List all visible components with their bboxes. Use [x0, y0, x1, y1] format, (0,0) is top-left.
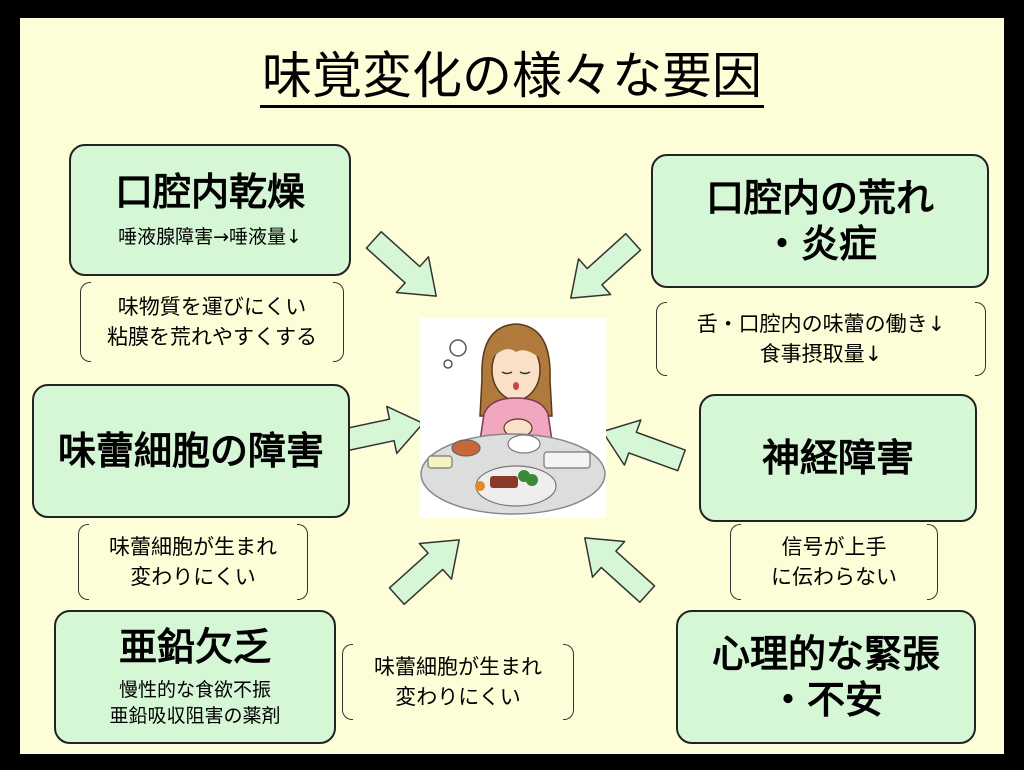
cause-heading: 味蕾細胞の障害: [57, 429, 324, 473]
cause-mouth-inflammation: 口腔内の荒れ ・炎症: [651, 154, 989, 288]
note-zinc-deficiency: 味蕾細胞が生まれ 変わりにくい: [342, 644, 574, 720]
cause-heading-line1: 心理的な緊張: [711, 632, 940, 676]
note-nerve-damage: 信号が上手 に伝わらない: [730, 524, 938, 600]
cause-detail-line2: 亜鉛吸収阻害の薬剤: [109, 705, 281, 727]
arrow-from-mouth-dryness: [365, 230, 437, 297]
arrow-from-mouth-inflammation: [570, 232, 642, 299]
cause-detail: 唾液腺障害→唾液量↓: [118, 226, 302, 248]
cause-heading: 亜鉛欠乏: [118, 625, 271, 669]
cause-nerve-damage: 神経障害: [699, 394, 977, 522]
woman-with-meal-icon: [420, 323, 606, 515]
arrows-layer: [337, 230, 686, 606]
arrow-from-taste-bud-damage: [337, 405, 424, 455]
cause-taste-bud-damage: 味蕾細胞の障害: [32, 384, 350, 518]
cause-heading: 神経障害: [761, 436, 914, 480]
woman-with-meal-illustration: [420, 318, 606, 518]
cause-psychological: 心理的な緊張 ・不安: [676, 610, 976, 744]
page-title: 味覚変化の様々な要因: [20, 46, 1004, 108]
cause-heading-line2: ・不安: [768, 678, 883, 722]
cause-detail-line1: 慢性的な食欲不振: [118, 679, 271, 701]
note-mouth-dryness: 味物質を運びにくい 粘膜を荒れやすくする: [80, 282, 344, 362]
arrow-from-psychological: [584, 537, 656, 604]
cause-heading: 口腔内乾燥: [114, 170, 305, 214]
arrow-from-zinc-deficiency: [388, 539, 460, 606]
note-mouth-inflammation: 舌・口腔内の味蕾の働き↓ 食事摂取量↓: [656, 302, 986, 376]
cause-mouth-dryness: 口腔内乾燥 唾液腺障害→唾液量↓: [69, 144, 351, 276]
note-taste-bud-damage: 味蕾細胞が生まれ 変わりにくい: [78, 524, 308, 600]
arrow-from-nerve-damage: [601, 419, 686, 472]
slide: 味覚変化の様々な要因: [20, 18, 1004, 754]
cause-heading-line2: ・炎症: [762, 222, 877, 266]
cause-heading-line1: 口腔内の荒れ: [705, 176, 934, 220]
cause-zinc-deficiency: 亜鉛欠乏 慢性的な食欲不振 亜鉛吸収阻害の薬剤: [54, 610, 336, 744]
